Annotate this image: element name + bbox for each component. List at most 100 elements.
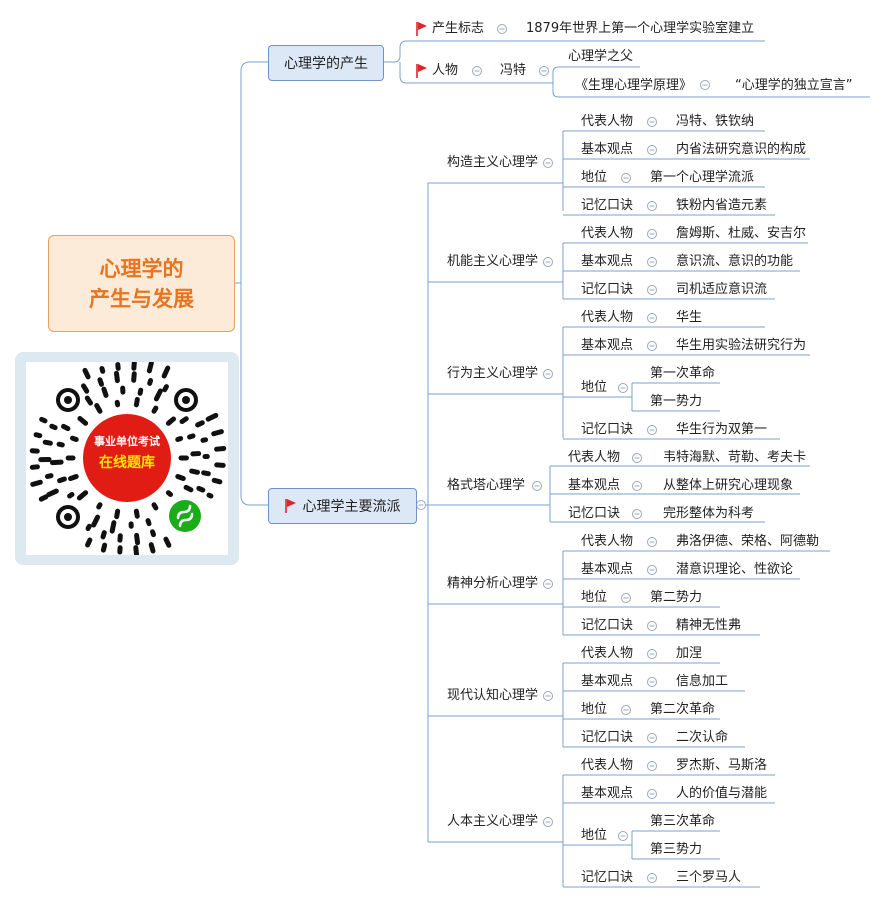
qr-dash — [46, 488, 59, 498]
school-name[interactable]: 格式塔心理学 — [447, 478, 526, 493]
attr-value: 第一次革命 — [650, 366, 716, 381]
school-name[interactable]: 行为主义心理学 — [447, 366, 539, 381]
attr-value: 第二次革命 — [650, 702, 716, 717]
qr-dash — [145, 518, 152, 527]
attr-key: 代表人物 — [581, 226, 634, 241]
attr-key: 代表人物 — [568, 450, 621, 465]
attr-value: 精神无性弗 — [676, 618, 742, 633]
qr-dash — [114, 508, 121, 520]
qr-code[interactable]: 事业单位考试 在线题库 — [26, 358, 228, 559]
qr-dash — [94, 403, 103, 414]
origin-marker-value: 1879年世界上第一个心理学实验室建立 — [526, 21, 755, 36]
qr-dash — [179, 416, 189, 425]
attr-value: 潜意识理论、性欲论 — [676, 562, 794, 577]
attr-key: 地位 — [581, 702, 608, 717]
attr-value: 二次认命 — [676, 730, 729, 745]
qr-dash — [97, 377, 105, 387]
qr-dash — [148, 542, 156, 554]
qr-dash — [206, 492, 214, 499]
figure-person: 冯特 — [500, 63, 527, 78]
qr-dash — [81, 383, 90, 394]
attr-key: 基本观点 — [581, 338, 634, 353]
attr-key: 代表人物 — [581, 646, 634, 661]
qr-label-main: 在线题库 — [99, 455, 155, 471]
qr-dash — [131, 358, 137, 371]
mini-program-code-pattern — [29, 358, 227, 559]
school-name[interactable]: 机能主义心理学 — [447, 254, 539, 269]
school-name[interactable]: 精神分析心理学 — [447, 576, 539, 591]
attr-value: 三个罗马人 — [676, 870, 742, 885]
qr-dash — [151, 405, 159, 414]
attr-key: 地位 — [581, 380, 608, 395]
attr-key: 基本观点 — [581, 254, 634, 269]
qr-dash — [57, 476, 67, 484]
qr-dash — [76, 490, 89, 501]
qr-dash — [91, 514, 101, 528]
qr-dash — [44, 473, 54, 479]
qr-dash — [211, 477, 223, 485]
qr-dash — [183, 484, 194, 493]
figure-book: 《生理心理学原理》 — [575, 78, 693, 93]
attr-value: 华生用实验法研究行为 — [676, 338, 807, 353]
qr-dash — [38, 494, 49, 502]
school-name[interactable]: 构造主义心理学 — [447, 155, 539, 170]
attr-key: 记忆口诀 — [581, 730, 634, 745]
qr-dash — [68, 473, 79, 482]
attr-value: 冯特、铁钦纳 — [676, 114, 755, 129]
qr-dash — [30, 479, 43, 487]
attr-key: 地位 — [581, 828, 608, 843]
qr-dash — [211, 429, 224, 437]
qr-code-card[interactable]: 事业单位考试 在线题库 — [15, 352, 239, 565]
qr-dash — [77, 415, 89, 426]
qr-dash — [162, 384, 169, 393]
school-name[interactable]: 现代认知心理学 — [447, 688, 539, 703]
qr-dash — [113, 370, 120, 384]
attr-key: 记忆口诀 — [581, 422, 634, 437]
qr-dash — [189, 468, 200, 475]
qr-dash — [175, 435, 184, 443]
attr-value: 加涅 — [676, 646, 703, 661]
wechat-mini-program-icon — [169, 500, 201, 532]
qr-dash — [60, 423, 71, 432]
attr-value: 第一个心理学流派 — [650, 170, 755, 185]
attr-key: 地位 — [581, 590, 608, 605]
attr-value: 华生行为双第一 — [676, 422, 768, 437]
qr-dash — [85, 537, 93, 548]
branch-origin-of-psychology[interactable]: 心理学的产生 — [268, 45, 384, 81]
qr-dash — [146, 360, 154, 374]
qr-dash — [131, 371, 137, 383]
central-topic-line1: 心理学的 — [99, 256, 184, 281]
qr-dash — [149, 529, 157, 538]
origin-marker-key: 产生标志 — [432, 21, 485, 36]
attr-key: 代表人物 — [581, 534, 634, 549]
attr-value: 罗杰斯、马斯洛 — [676, 758, 768, 773]
branch-main-schools[interactable]: 心理学主要流派 — [268, 488, 417, 524]
qr-dash — [82, 367, 91, 380]
qr-dash — [195, 420, 205, 428]
qr-dash — [33, 432, 43, 439]
qr-dash — [29, 464, 40, 470]
qr-dash — [147, 378, 154, 386]
attr-value: 第三势力 — [650, 842, 703, 857]
attr-key: 记忆口诀 — [581, 282, 634, 297]
attr-value: 詹姆斯、杜威、安吉尔 — [676, 226, 807, 241]
qr-label-top: 事业单位考试 — [94, 435, 160, 448]
school-name[interactable]: 人本主义心理学 — [447, 814, 539, 829]
attr-value: 意识流、意识的功能 — [676, 254, 794, 269]
qr-dash — [165, 490, 174, 498]
qr-dash — [133, 396, 140, 408]
branch-schools-label: 心理学主要流派 — [302, 499, 401, 515]
qr-dash — [133, 545, 140, 559]
central-topic-line2: 产生与发展 — [89, 286, 194, 311]
attr-key: 记忆口诀 — [581, 870, 634, 885]
central-topic[interactable]: 心理学的 产生与发展 — [48, 235, 235, 332]
qr-dash — [205, 412, 219, 422]
attr-value: 第三次革命 — [650, 814, 716, 829]
qr-dash — [49, 423, 58, 431]
attr-key: 基本观点 — [581, 674, 634, 689]
qr-dash — [200, 437, 209, 443]
qr-dash — [100, 542, 108, 553]
qr-dash — [67, 491, 75, 499]
attr-key: 代表人物 — [581, 758, 634, 773]
